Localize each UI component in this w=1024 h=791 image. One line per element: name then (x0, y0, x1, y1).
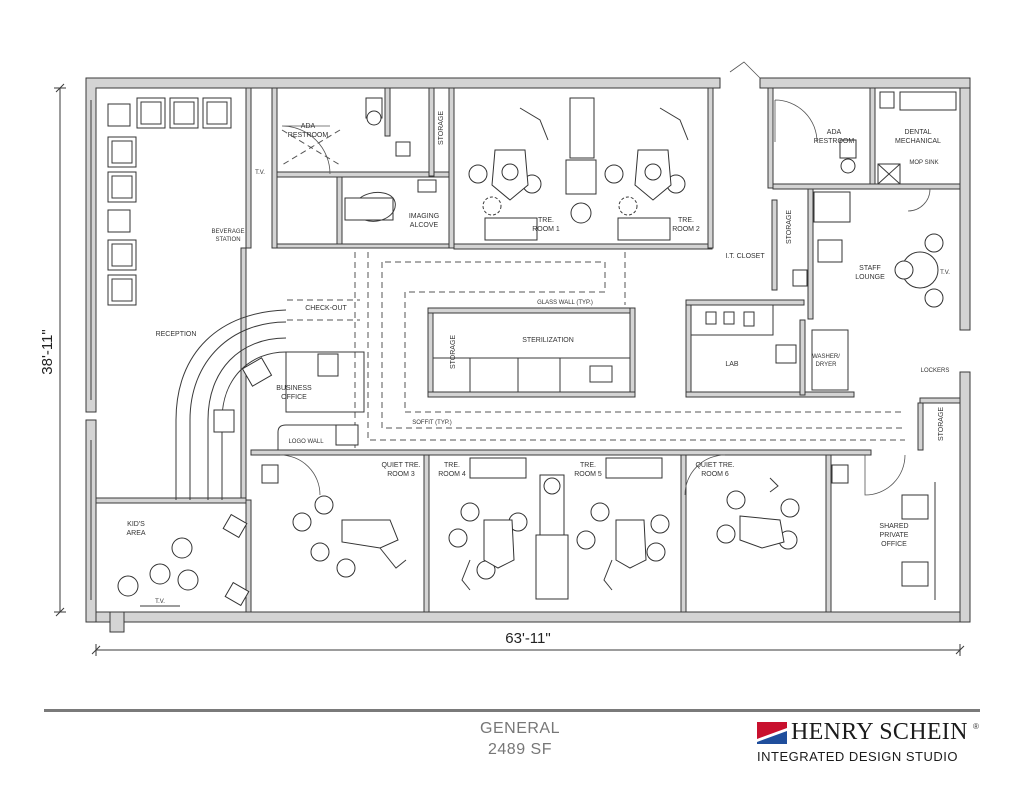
label-tv-lounge: T.V. (940, 270, 950, 276)
label-ada-restroom-1-a: ADA (301, 123, 316, 130)
label-tre-room-2-a: TRE. (678, 217, 694, 224)
label-washer-dryer-a: WASHER/ (812, 354, 840, 360)
tre-room-3-chair (292, 495, 407, 578)
label-storage-top: STORAGE (438, 111, 445, 145)
label-ada-restroom-2-a: ADA (827, 129, 842, 136)
reception-chairs (107, 97, 232, 306)
plan-caption: GENERAL 2489 SF (430, 718, 610, 760)
label-tre-room-4-b: ROOM 4 (438, 471, 466, 478)
reception-desk (175, 309, 365, 500)
label-quiet-tre-room-6-b: ROOM 6 (701, 471, 729, 478)
label-shared-private-office-b: PRIVATE (880, 532, 909, 539)
label-reception: RECEPTION (156, 331, 197, 338)
tre-room-2-chair (604, 107, 689, 241)
label-dental-mechanical-b: MECHANICAL (895, 138, 941, 145)
label-it-closet: I.T. CLOSET (725, 253, 765, 260)
label-storage-sterilization: STORAGE (450, 335, 457, 369)
label-quiet-tre-room-6-a: QUIET TRE. (695, 462, 734, 469)
label-staff-lounge-b: LOUNGE (855, 274, 885, 281)
label-logo-wall: LOGO WALL (288, 439, 324, 445)
brand-registered-mark: ® (973, 722, 979, 731)
label-tre-room-4-a: TRE. (444, 462, 460, 469)
soffit-lines (287, 252, 905, 448)
label-tv-reception: T.V. (255, 170, 265, 176)
henry-schein-logo: HENRY SCHEIN ® INTEGRATED DESIGN STUDIO (757, 719, 987, 769)
label-quiet-tre-room-3-b: ROOM 3 (387, 471, 415, 478)
brand-flag-icon (757, 722, 787, 744)
exterior-walls (85, 77, 971, 633)
label-dental-mechanical-a: DENTAL (904, 129, 931, 136)
room-labels: RECEPTION ADA RESTROOM STORAGE IMAGING A… (126, 111, 950, 605)
sterilization-fixtures (432, 357, 631, 393)
label-tv-kids: T.V. (155, 599, 165, 605)
label-glass-wall: GLASS WALL (TYP.) (537, 300, 593, 306)
label-kids-area-a: KID'S (127, 521, 145, 528)
imaging-alcove-fixtures (344, 179, 437, 222)
tre-rooms-bottom-fixtures (261, 454, 936, 600)
label-lab: LAB (725, 361, 739, 368)
business-office-chairs (213, 353, 359, 446)
label-shared-private-office-a: SHARED (879, 523, 908, 530)
label-quiet-tre-room-3-a: QUIET TRE. (381, 462, 420, 469)
label-mop-sink: MOP SINK (909, 160, 938, 166)
label-check-out: CHECK-OUT (305, 305, 347, 312)
label-imaging-alcove-a: IMAGING (409, 213, 439, 220)
tre-rooms-top-fixtures (468, 97, 689, 241)
label-tre-room-2-b: ROOM 2 (672, 226, 700, 233)
brand-subtitle: INTEGRATED DESIGN STUDIO (757, 749, 958, 764)
tre-room-1-chair (468, 107, 549, 241)
label-sterilization: STERILIZATION (522, 337, 574, 344)
label-tre-room-5-a: TRE. (580, 462, 596, 469)
label-washer-dryer-b: DRYER (816, 362, 838, 368)
label-lockers: LOCKERS (921, 368, 950, 374)
label-tre-room-5-b: ROOM 5 (574, 471, 602, 478)
footer-rule (44, 709, 980, 712)
right-top-fixtures (729, 61, 957, 212)
label-beverage-station-b: STATION (215, 237, 240, 243)
label-business-office-a: BUSINESS (276, 385, 312, 392)
label-ada-restroom-1-b: RESTROOM (288, 132, 329, 139)
label-shared-private-office-c: OFFICE (881, 541, 907, 548)
caption-title: GENERAL (480, 720, 560, 737)
tre-room-6-chair (716, 477, 800, 550)
label-tre-room-1-a: TRE. (538, 217, 554, 224)
caption-area: 2489 SF (488, 741, 552, 758)
kids-area-furniture (117, 513, 250, 607)
brand-name: HENRY SCHEIN (791, 719, 968, 745)
label-kids-area-b: AREA (126, 530, 145, 537)
tre-room-5-chair (576, 502, 670, 591)
floor-plan: 63'-11" 38'-11" RECEPTION ADA RESTROOM S… (39, 61, 971, 656)
depth-dimension: 38'-11" (39, 329, 56, 374)
interior-walls (95, 87, 961, 613)
label-storage-right: STORAGE (786, 210, 793, 244)
label-soffit: SOFFIT (TYP.) (412, 420, 451, 426)
lab-fixtures (690, 304, 849, 391)
width-dimension: 63'-11" (505, 630, 550, 647)
label-tre-room-1-b: ROOM 1 (532, 226, 560, 233)
shared-office-chairs (901, 482, 936, 600)
staff-lounge-furniture (792, 191, 944, 308)
label-staff-lounge-a: STAFF (859, 265, 881, 272)
label-business-office-b: OFFICE (281, 394, 307, 401)
restroom-1-fixtures (281, 97, 411, 175)
label-storage-lower: STORAGE (938, 407, 945, 441)
label-beverage-station-a: BEVERAGE (211, 229, 244, 235)
label-imaging-alcove-b: ALCOVE (410, 222, 439, 229)
tre-room-4-chair (448, 502, 528, 591)
dimension-lines (54, 83, 965, 656)
label-ada-restroom-2-b: RESTROOM (814, 138, 855, 145)
